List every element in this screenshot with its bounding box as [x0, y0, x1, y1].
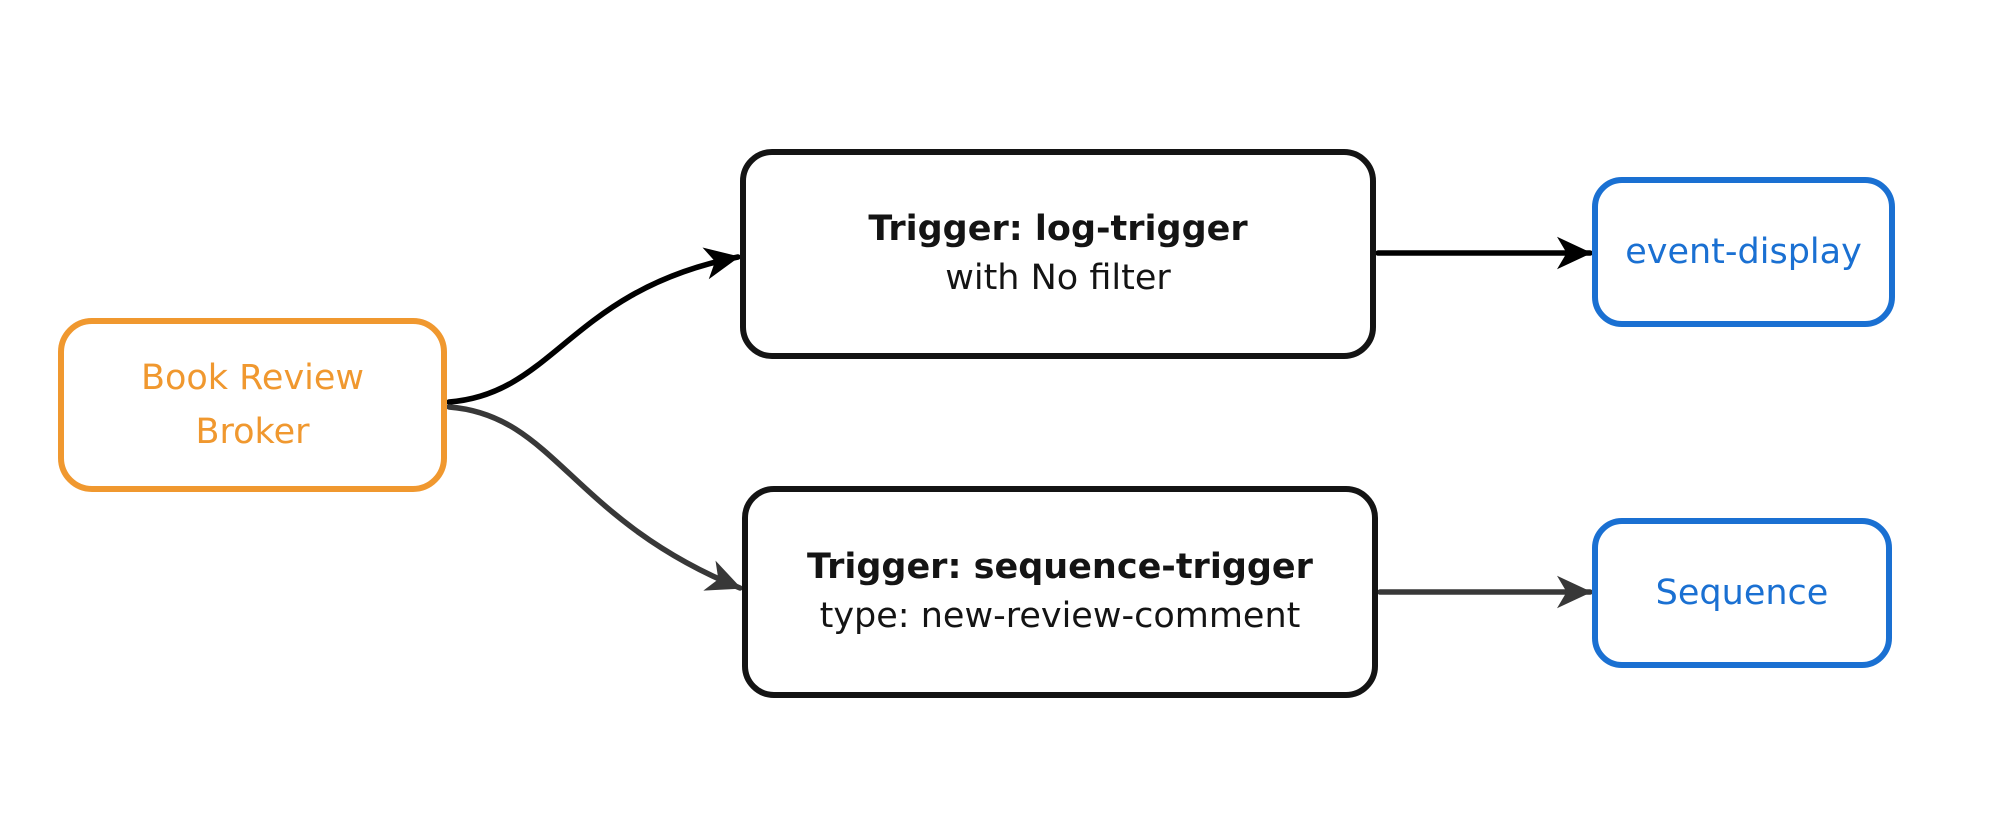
sequence-trigger-subtitle: type: new-review-comment [819, 596, 1301, 636]
log-trigger-title: Trigger: log-trigger [868, 209, 1248, 249]
event-display-label: event-display [1625, 231, 1862, 272]
node-log-trigger: Trigger: log-trigger with No filter [740, 149, 1376, 359]
broker-label-line1: Book Review [140, 357, 365, 398]
edge-broker-to-log-trigger [446, 247, 741, 405]
node-sequence-trigger: Trigger: sequence-trigger type: new-revi… [742, 486, 1378, 698]
edge-broker-to-sequence-trigger [446, 404, 743, 591]
node-sequence: Sequence [1592, 518, 1892, 668]
sequence-label: Sequence [1655, 572, 1829, 613]
node-event-display: event-display [1592, 177, 1895, 327]
sequence-trigger-title: Trigger: sequence-trigger [807, 547, 1313, 587]
node-book-review-broker: Book Review Broker [58, 318, 447, 492]
log-trigger-subtitle: with No filter [945, 258, 1171, 298]
broker-label-line2: Broker [195, 412, 310, 452]
